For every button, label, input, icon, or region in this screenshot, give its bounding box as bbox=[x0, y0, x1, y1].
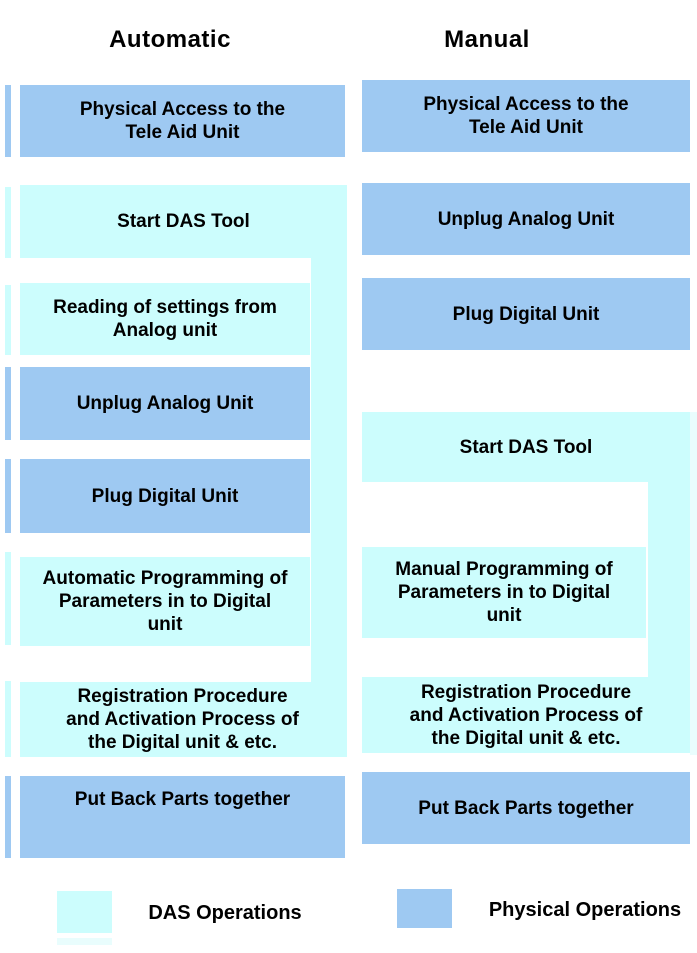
auto-step-unplug-analog: Unplug Analog Unit bbox=[20, 367, 310, 440]
auto-step-start-das-tool: Start DAS Tool bbox=[20, 185, 347, 258]
legend-das-swatch bbox=[57, 891, 112, 933]
manual-step-registration: Registration Procedure and Activation Pr… bbox=[362, 677, 690, 753]
auto-step-plug-digital: Plug Digital Unit bbox=[20, 459, 310, 533]
left-edge-strip bbox=[5, 85, 11, 157]
legend-physical-label: Physical Operations bbox=[488, 899, 682, 921]
column-header-automatic: Automatic bbox=[109, 26, 231, 53]
left-edge-strip bbox=[5, 187, 11, 258]
left-edge-strip bbox=[5, 776, 11, 858]
left-edge-strip bbox=[5, 285, 11, 355]
auto-step-registration: Registration Procedure and Activation Pr… bbox=[20, 682, 345, 757]
auto-step-put-back: Put Back Parts together bbox=[20, 776, 345, 858]
manual-step-put-back: Put Back Parts together bbox=[362, 772, 690, 844]
left-edge-strip bbox=[5, 367, 11, 440]
manual-step-physical-access: Physical Access to the Tele Aid Unit bbox=[362, 80, 690, 152]
left-edge-strip bbox=[5, 681, 11, 757]
legend-das-label: DAS Operations bbox=[148, 902, 302, 924]
legend-physical-swatch bbox=[397, 889, 452, 928]
manual-das-session-band-edge bbox=[690, 412, 697, 755]
auto-step-physical-access: Physical Access to the Tele Aid Unit bbox=[20, 85, 345, 157]
manual-step-manual-programming: Manual Programming of Parameters in to D… bbox=[362, 547, 646, 638]
auto-step-reading-settings: Reading of settings from Analog unit bbox=[20, 283, 310, 355]
auto-step-auto-programming: Automatic Programming of Parameters in t… bbox=[20, 557, 310, 646]
automatic-das-session-band bbox=[311, 185, 347, 757]
column-header-manual: Manual bbox=[444, 26, 530, 53]
legend-das-swatch-shadow bbox=[57, 938, 112, 945]
manual-step-plug-digital: Plug Digital Unit bbox=[362, 278, 690, 350]
left-edge-strip bbox=[5, 552, 11, 645]
left-edge-strip bbox=[5, 459, 11, 533]
manual-step-start-das-tool: Start DAS Tool bbox=[362, 412, 690, 482]
manual-step-unplug-analog: Unplug Analog Unit bbox=[362, 183, 690, 255]
